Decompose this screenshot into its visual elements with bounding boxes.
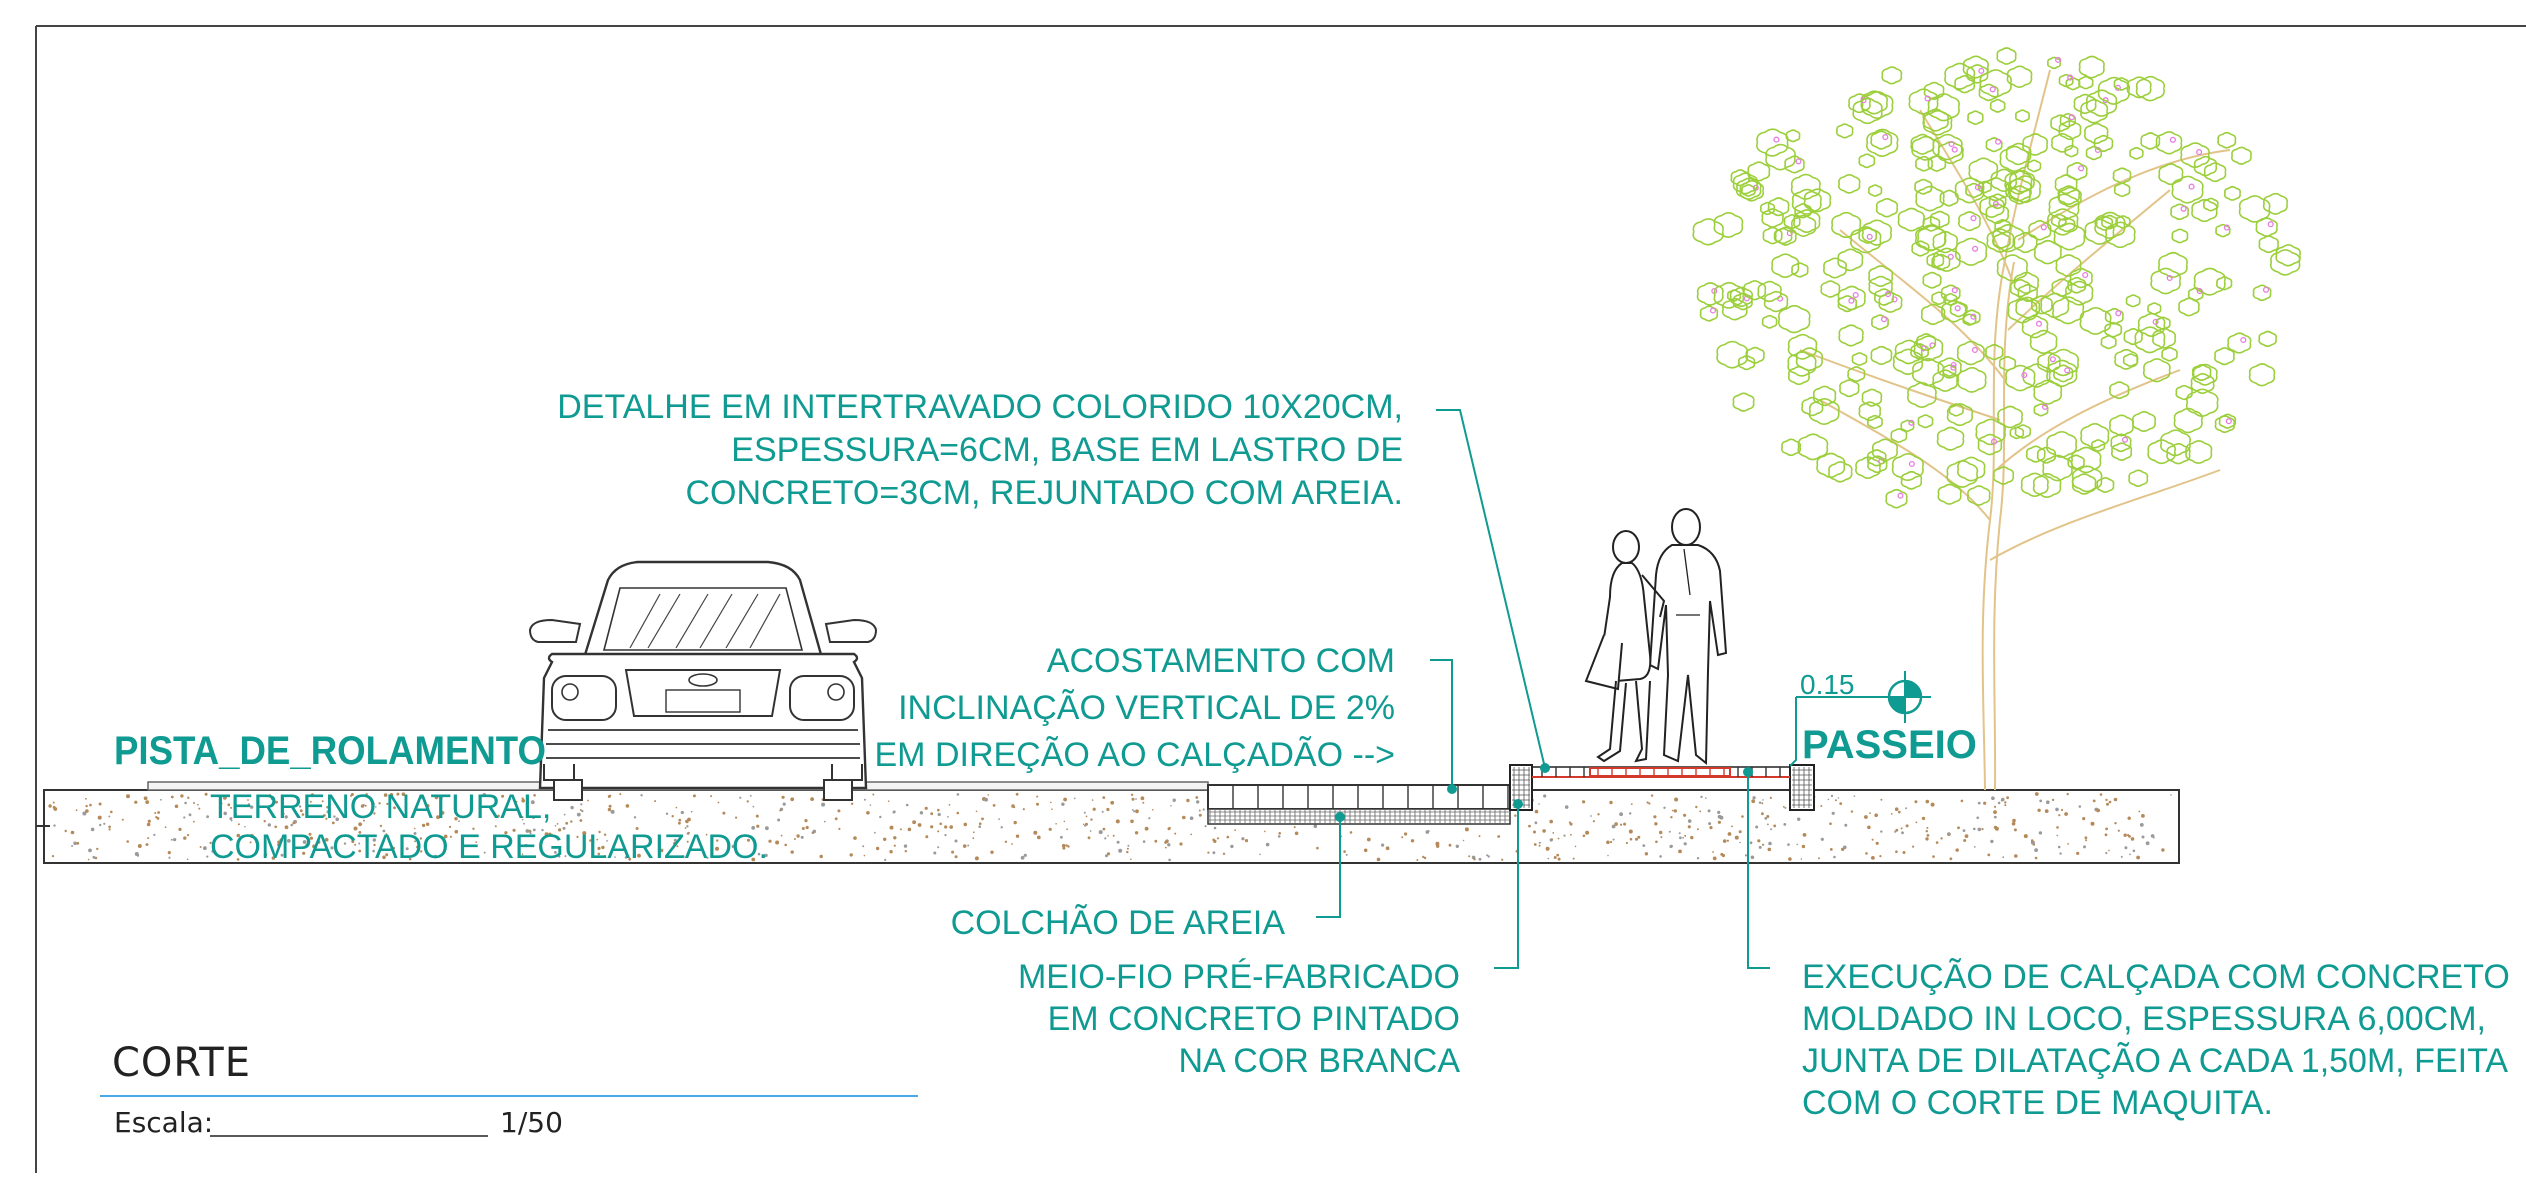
dimension-0-15: 0.15: [1789, 669, 1880, 767]
car-rear-icon: [528, 560, 878, 801]
note-line: EM CONCRETO PINTADO: [1048, 1000, 1460, 1038]
scale-value: 1/50: [500, 1106, 563, 1139]
leader-lines: [1316, 409, 1770, 969]
sidewalk-paving: [1531, 766, 1791, 778]
note-line: JUNTA DE DILATAÇÃO A CADA 1,50M, FEITA: [1802, 1042, 2508, 1080]
note-line: COMPACTADO E REGULARIZADO.: [210, 828, 768, 866]
note-line: MEIO-FIO PRÉ-FABRICADO: [1018, 958, 1460, 996]
title-block: CORTE Escala: 1/50: [100, 1040, 918, 1139]
curb-left: [1509, 764, 1533, 811]
note-line: EM DIREÇÃO AO CALÇADÃO -->: [875, 736, 1396, 774]
note-acostamento: ACOSTAMENTO COM INCLINAÇÃO VERTICAL DE 2…: [875, 642, 1396, 774]
scale-label: Escala:: [114, 1106, 213, 1139]
note-terreno: TERRENO NATURAL, COMPACTADO E REGULARIZA…: [210, 788, 768, 866]
note-line: NA COR BRANCA: [1179, 1042, 1461, 1080]
note-execucao: EXECUÇÃO DE CALÇADA COM CONCRETO MOLDADO…: [1802, 958, 2510, 1122]
tree-icon: [1692, 47, 2301, 791]
note-line: DETALHE EM INTERTRAVADO COLORIDO 10X20CM…: [557, 388, 1403, 426]
curb-right: [1789, 764, 1815, 811]
shoulder-block: [1207, 784, 1511, 825]
note-line: TERRENO NATURAL,: [210, 788, 551, 826]
note-line: COM O CORTE DE MAQUITA.: [1802, 1084, 2273, 1122]
dimension-label: 0.15: [1800, 669, 1855, 700]
note-line: ACOSTAMENTO COM: [1047, 642, 1395, 680]
level-marker-icon: [1879, 671, 1931, 723]
sheet-border: [35, 25, 2526, 1173]
note-line: CONCRETO=3CM, REJUNTADO COM AREIA.: [685, 474, 1403, 512]
note-line: INCLINAÇÃO VERTICAL DE 2%: [898, 689, 1395, 727]
note-line: ESPESSURA=6CM, BASE EM LASTRO DE: [731, 431, 1403, 469]
note-line: EXECUÇÃO DE CALÇADA COM CONCRETO: [1802, 958, 2510, 996]
note-meiofio: MEIO-FIO PRÉ-FABRICADO EM CONCRETO PINTA…: [1018, 958, 1460, 1080]
pedestrians-couple-icon: [1584, 508, 1728, 766]
note-line: MOLDADO IN LOCO, ESPESSURA 6,00CM,: [1802, 1000, 2486, 1038]
note-line: COLCHÃO DE AREIA: [951, 904, 1286, 942]
note-colchao: COLCHÃO DE AREIA: [951, 904, 1286, 942]
note-detalhe: DETALHE EM INTERTRAVADO COLORIDO 10X20CM…: [557, 388, 1403, 512]
label-pista: PISTA_DE_ROLAMENTO: [114, 729, 546, 773]
label-passeio: PASSEIO: [1802, 723, 1977, 767]
drawing-title: CORTE: [112, 1040, 251, 1086]
